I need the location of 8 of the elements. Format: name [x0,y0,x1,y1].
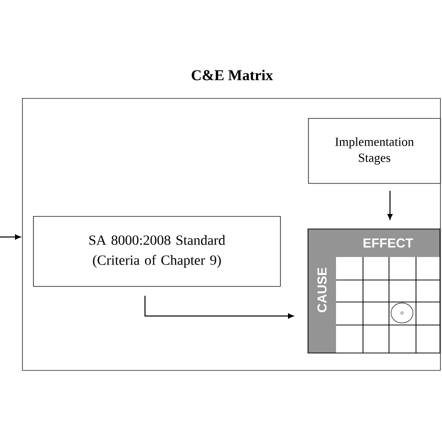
arrow [387,190,393,220]
cause-effect-matrix: EFFECT CAUSE [308,228,440,354]
process-box: Implementation Stages [308,118,441,184]
process-box: SA 8000:2008 Standard (Criteria of Chapter 9) [33,216,281,287]
arrow [0,234,21,240]
matrix-frame [22,98,441,371]
title: C&E Matrix [192,70,273,80]
arrow [144,295,294,319]
